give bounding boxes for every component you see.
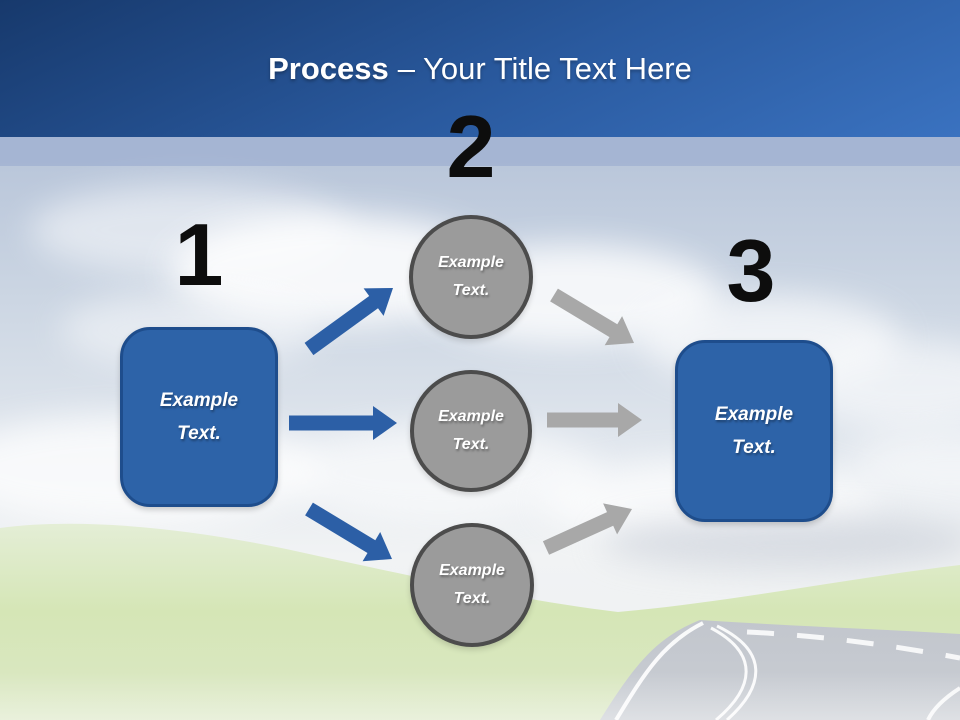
circle-top-label: Example Text. [438, 254, 504, 299]
circle-middle-label: Example Text. [438, 408, 504, 453]
title-regular-text: – Your Title Text Here [397, 51, 692, 86]
arrow-start-to-top-circle [304, 288, 393, 356]
title-bold-text: Process [268, 51, 389, 86]
road-right-edge-line [926, 686, 960, 720]
circle-bottom-label: Example Text. [439, 562, 505, 607]
cloud [600, 515, 960, 570]
arrow-start-to-bottom-circle [305, 502, 392, 562]
end-box-label: Example Text. [714, 403, 794, 458]
bottom-haze [0, 672, 960, 720]
arrow-bottom-circle-to-end [542, 503, 632, 555]
step-number-2: 2 [446, 97, 496, 196]
step-number-1: 1 [174, 205, 224, 304]
road-dashed-lane-line [746, 629, 960, 661]
header-subband [0, 137, 960, 166]
header-band: Process– Your Title Text Here [0, 0, 960, 137]
road-center-double-line [710, 626, 748, 720]
road-center-double-line [716, 624, 758, 720]
road-left-edge-line [614, 621, 704, 720]
start-box: Example Text. [120, 327, 278, 507]
end-box: Example Text. [675, 340, 833, 522]
circle-middle: Example Text. [410, 370, 532, 492]
start-box-label: Example Text. [159, 389, 239, 444]
circle-top: Example Text. [409, 215, 533, 339]
slide-title: Process– Your Title Text Here [0, 51, 960, 86]
arrow-middle-circle-to-end [547, 403, 642, 437]
step-number-3: 3 [726, 221, 776, 320]
circle-bottom: Example Text. [410, 523, 534, 647]
arrow-top-circle-to-end [550, 288, 634, 346]
arrow-start-to-middle-circle [289, 406, 397, 440]
